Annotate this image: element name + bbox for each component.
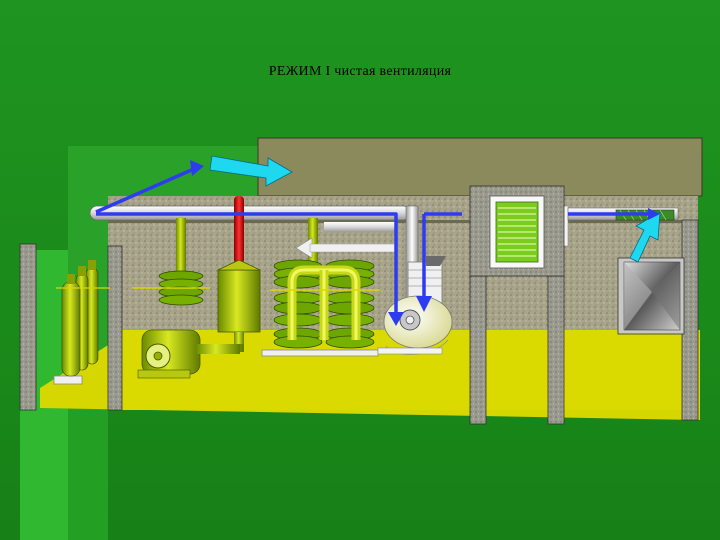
- filter-stack-left: [273, 259, 323, 349]
- filter-manifold: [270, 265, 380, 340]
- gravel-line: [108, 220, 698, 223]
- pipe-to-filter-1: [176, 218, 186, 270]
- column-left-inner: [107, 245, 123, 411]
- intake-shaft: [469, 185, 565, 277]
- column-right: [681, 219, 699, 421]
- filter-base-plate: [261, 349, 379, 357]
- airflow-diagonal: [95, 166, 197, 214]
- air-exhaust-arrow-icon: [629, 211, 661, 263]
- air-intake-arrow-icon: [209, 155, 293, 187]
- airflow-main-duct: [96, 212, 398, 318]
- column-left-outer: [19, 243, 37, 411]
- bypass-pipe-lower: [309, 243, 397, 253]
- damper-icon: [426, 256, 446, 266]
- airflow-exhaust-arrowhead-icon: [648, 208, 660, 220]
- gas-cylinders: [56, 260, 110, 377]
- airflow-path: [95, 166, 652, 318]
- column-middle-right: [547, 275, 565, 425]
- filter-absorber-left: [132, 268, 210, 306]
- motor-blower: [137, 329, 240, 379]
- airflow-fan-arrowhead-icon: [416, 296, 432, 312]
- column-middle-left: [469, 275, 487, 425]
- equipment-cabinet: [617, 257, 685, 335]
- slide-title: РЕЖИМ I чистая вентиляция: [268, 64, 452, 79]
- airflow-diagonal-arrowhead-icon: [190, 160, 204, 176]
- red-sealed-pipe: [234, 196, 244, 264]
- airflow-down-arrowhead-icon: [388, 312, 404, 326]
- cylinder-stand: [53, 375, 83, 385]
- bypass-pipe: [324, 222, 396, 232]
- pipe-to-filter-2: [308, 218, 318, 266]
